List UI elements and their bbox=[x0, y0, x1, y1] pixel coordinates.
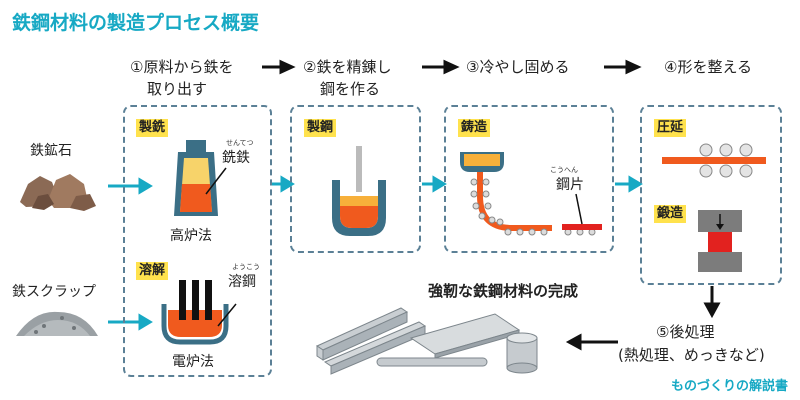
step-arrow-2 bbox=[422, 59, 460, 75]
billet-ruby: こうへん bbox=[550, 166, 578, 174]
scrap-pile-icon bbox=[16, 311, 98, 336]
post-process-detail: (熱処理、めっきなど) bbox=[618, 346, 765, 364]
step-2-line2: 鋼を作る bbox=[320, 80, 381, 98]
steel-plate bbox=[409, 313, 521, 359]
forming-box bbox=[640, 105, 782, 285]
pig-iron-label: 銑鉄 bbox=[222, 150, 250, 166]
pig-iron-ruby: せんてつ bbox=[226, 139, 254, 147]
electric-furnace-icon bbox=[161, 280, 229, 345]
step-4-heading: ④形を整える bbox=[664, 58, 752, 76]
post-process-heading: ⑤後処理 bbox=[656, 323, 715, 341]
round-billet bbox=[506, 332, 538, 374]
melting-tag: 溶解 bbox=[136, 262, 169, 280]
step-1-heading: ①原料から鉄を 取り出す bbox=[130, 56, 233, 100]
step-arrow-3 bbox=[604, 59, 642, 75]
angle-bar bbox=[323, 321, 427, 375]
page-title: 鉄鋼材料の製造プロセス概要 bbox=[12, 12, 260, 34]
molten-steel-ruby: ようこう bbox=[232, 263, 260, 271]
steel-products-icon bbox=[315, 307, 538, 375]
blast-furnace-label: 高炉法 bbox=[170, 228, 212, 244]
electric-furnace-label: 電炉法 bbox=[172, 354, 214, 370]
footer-brand: ものづくりの解説書 bbox=[670, 379, 788, 394]
box3-to-box4-arrow bbox=[615, 175, 643, 193]
steelmaking-box bbox=[290, 105, 421, 253]
converter-icon bbox=[332, 146, 386, 236]
step-1-line2: 取り出す bbox=[147, 80, 208, 98]
casting-tag: 鋳造 bbox=[458, 119, 491, 137]
step-3-heading: ③冷やし固める bbox=[466, 58, 570, 76]
ironmaking-box bbox=[123, 105, 272, 377]
ironmaking-tag: 製銑 bbox=[136, 119, 169, 137]
forging-tag: 鍛造 bbox=[654, 205, 687, 223]
iron-ore-label: 鉄鉱石 bbox=[30, 143, 72, 159]
down-arrow bbox=[703, 286, 721, 319]
step-2-heading: ②鉄を精錬し 鋼を作る bbox=[303, 56, 391, 100]
scrap-arrow bbox=[108, 313, 153, 331]
forging-icon bbox=[698, 210, 742, 272]
left-arrow bbox=[565, 333, 618, 351]
ore-arrow bbox=[108, 177, 153, 195]
iron-ore-icon bbox=[20, 174, 96, 211]
step-2-line1: ②鉄を精錬し bbox=[303, 58, 392, 76]
step-arrow-1 bbox=[262, 59, 296, 75]
billet-label: 鋼片 bbox=[556, 177, 584, 193]
steel-bar bbox=[376, 357, 488, 367]
steelmaking-tag: 製鋼 bbox=[304, 119, 337, 137]
final-products-label: 強靭な鉄鋼材料の完成 bbox=[428, 282, 579, 300]
channel-beam bbox=[315, 307, 409, 361]
scrap-label: 鉄スクラップ bbox=[12, 284, 96, 300]
box2-to-box3-arrow bbox=[422, 175, 447, 193]
molten-steel-label: 溶鋼 bbox=[228, 274, 256, 290]
rolling-icon bbox=[662, 143, 766, 178]
casting-box bbox=[444, 105, 614, 253]
rolling-tag: 圧延 bbox=[654, 119, 687, 137]
blast-furnace-icon bbox=[174, 140, 218, 216]
continuous-caster-icon bbox=[460, 152, 602, 236]
box1-to-box2-arrow bbox=[270, 175, 295, 193]
step-1-line1: ①原料から鉄を bbox=[130, 58, 234, 76]
